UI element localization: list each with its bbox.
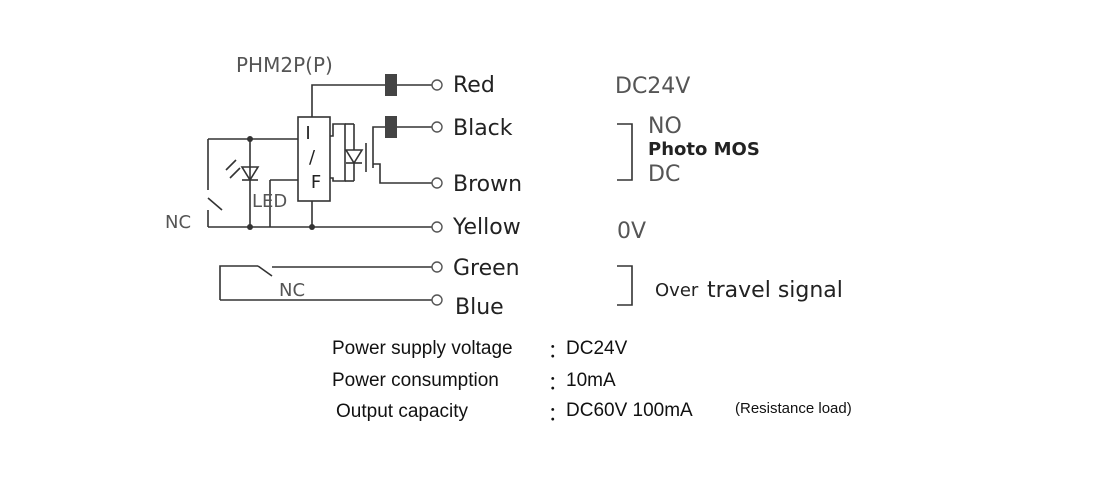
- photo-led-loop: [330, 123, 346, 182]
- spec-note-output: (Resistance load): [735, 400, 852, 417]
- if-label-slash: /: [309, 147, 316, 168]
- ferrite-core-black: [385, 116, 397, 138]
- spec-sep-output: ：: [548, 404, 568, 425]
- black-wire: [372, 126, 432, 147]
- signal-photo-mos: Photo MOS: [648, 139, 760, 160]
- terminal-yellow: [431, 221, 443, 233]
- signal-no: NO: [648, 114, 682, 139]
- ferrite-core-red: [385, 74, 397, 96]
- signal-over: Over: [655, 280, 699, 301]
- wire-label-black: Black: [453, 116, 513, 141]
- wire-label-red: Red: [453, 73, 495, 98]
- led-diode-icon: [225, 159, 260, 182]
- if-label-top: I: [305, 123, 310, 144]
- model-label: PHM2P(P): [236, 53, 333, 77]
- spec-value-consumption: 10mA: [566, 370, 616, 391]
- over-travel-bracket: [617, 265, 633, 306]
- terminal-black: [431, 121, 443, 133]
- terminal-blue: [431, 294, 443, 306]
- terminal-red: [431, 79, 443, 91]
- terminals: [431, 79, 443, 306]
- wire-label-yellow: Yellow: [452, 215, 521, 240]
- nc-label-left: NC: [165, 212, 191, 233]
- led-label: LED: [252, 191, 287, 212]
- brown-wire: [373, 163, 432, 184]
- spec-label-output: Output capacity: [336, 401, 469, 422]
- nc-switch-left: [219, 265, 258, 300]
- terminal-green: [431, 261, 443, 273]
- signal-dc: DC: [648, 162, 680, 187]
- red-wire: [311, 84, 432, 117]
- spec-label-consumption: Power consumption: [332, 370, 499, 391]
- signal-dc24v: DC24V: [615, 74, 690, 99]
- spec-sep-consumption: ：: [548, 373, 568, 394]
- signal-0v: 0V: [617, 219, 646, 244]
- wire-label-brown: Brown: [453, 172, 522, 197]
- terminal-brown: [431, 177, 443, 189]
- spec-label-supply: Power supply voltage: [332, 338, 513, 359]
- spec-sep-supply: ：: [548, 341, 568, 362]
- wire-label-green: Green: [453, 256, 520, 281]
- junction-dots: [247, 136, 315, 230]
- photo-mos-diode-icon: [344, 130, 364, 168]
- if-label-bottom: F: [311, 172, 321, 193]
- photo-mos-bracket: [617, 123, 633, 181]
- spec-value-supply: DC24V: [566, 338, 628, 359]
- if-box: [297, 116, 331, 202]
- nc-label-switch: NC: [279, 280, 305, 301]
- spec-value-output: DC60V 100mA: [566, 400, 693, 421]
- wire-label-blue: Blue: [455, 295, 504, 320]
- ferrite-cores: [385, 74, 397, 138]
- signal-travel: travel signal: [707, 278, 843, 303]
